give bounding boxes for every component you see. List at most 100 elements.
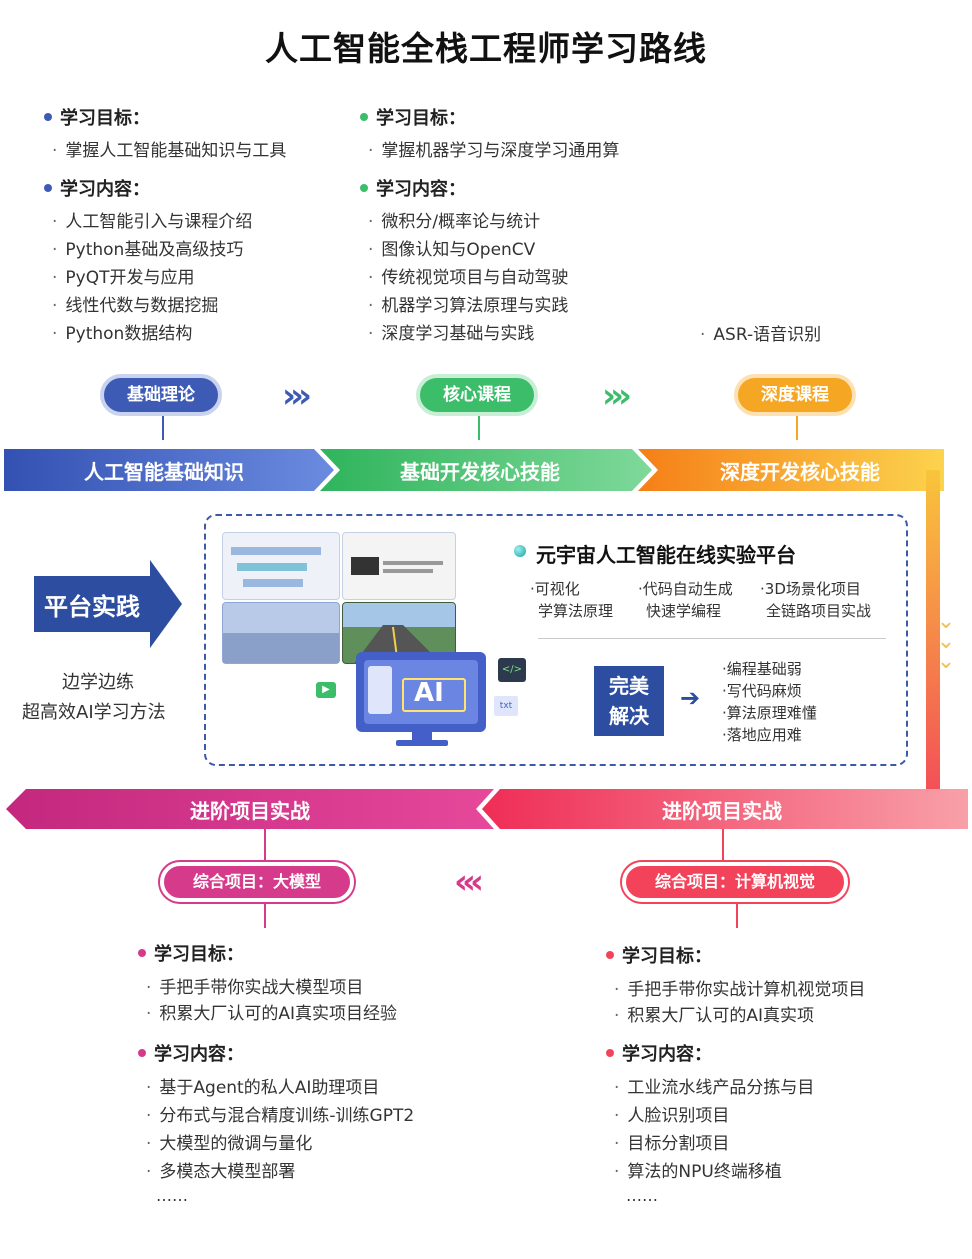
platform-subtitle-1: 边学边练 [62,672,134,693]
screenshot-3d-scene [222,602,340,664]
bottom1-goal-heading: 学习目标： [138,940,244,966]
page-title: 人工智能全栈工程师学习路线 [265,29,707,68]
chevrons-down-icon: ⌄⌄⌄ [936,609,956,674]
problem-item: ·落地应用难 [722,726,802,744]
bottom2-goal-item: 积累大厂认可的AI真实项 [614,1001,814,1026]
problem-list: ·编程基础弱 ·写代码麻烦 ·算法原理难懂 ·落地应用难 [722,658,817,746]
band-core-skills: 基础开发核心技能 [400,459,560,484]
connector-line [478,416,480,440]
bottom1-content-item: 大模型的微调与量化 [146,1129,312,1154]
feature-line: 可视化 [534,580,580,598]
globe-dot-icon [514,545,526,557]
bottom2-goal-item: 手把手带你实战计算机视觉项目 [614,975,865,1000]
column2-goal-item: 掌握机器学习与深度学习通用算 [368,136,619,161]
solve-box: 完美 解决 [594,666,664,736]
feature-line: 代码自动生成 [642,580,733,598]
connector-line [796,416,798,440]
solve-text: 解决 [609,704,649,728]
connector-line [736,902,738,928]
monitor-base [396,740,448,746]
column1-content-item: 线性代数与数据挖掘 [52,291,218,316]
bottom2-content-item: 人脸识别项目 [614,1101,729,1126]
heading-text: 学习内容： [376,179,466,200]
heading-text: 学习内容： [60,179,150,200]
column2-content-item: 图像认知与OpenCV [368,235,535,260]
feature-line: 学算法原理 [538,602,614,620]
heading-text: 学习目标： [154,944,244,965]
bottom1-ellipsis: …… [156,1186,188,1205]
feature-visualize: ·可视化 学算法原理 [530,580,614,620]
bottom-band-arrows [6,789,968,829]
column1-content-item: 人工智能引入与课程介绍 [52,207,252,232]
chevrons-right-icon: ››› [602,376,632,416]
column2-content-heading: 学习内容： [360,175,466,201]
connector-line [162,416,164,440]
txt-file-icon: txt [494,696,518,716]
column3-content-item: ASR-语音识别 [700,320,821,345]
bullet-dot-icon [138,949,146,957]
bottom2-goal-heading: 学习目标： [606,942,712,968]
bullet-dot-icon [360,113,368,121]
right-connector [926,470,940,826]
bottom1-content-item: 多模态大模型部署 [146,1157,295,1182]
band-advanced-right: 进阶项目实战 [662,798,782,823]
top-band-arrows [4,449,944,491]
connector-line [264,902,266,928]
heading-text: 学习内容： [154,1044,244,1065]
pill-core-course: 核心课程 [416,374,538,416]
solve-text: 完美 [609,674,649,698]
column2-content-item: 机器学习算法原理与实践 [368,291,568,316]
bottom1-content-item: 分布式与混合精度训练-训练GPT2 [146,1101,414,1126]
heading-text: 学习目标： [622,946,712,967]
platform-panel [204,514,908,766]
code-icon: </> [498,658,526,682]
connector-line [722,829,724,863]
bottom1-content-heading: 学习内容： [138,1040,244,1066]
column1-goal-item: 掌握人工智能基础知识与工具 [52,136,286,161]
ai-label: AI [414,678,444,708]
column1-content-item: PyQT开发与应用 [52,263,194,288]
column1-goal-heading: 学习目标： [44,104,150,130]
column2-goal-heading: 学习目标： [360,104,466,130]
band-ai-basics: 人工智能基础知识 [84,459,244,484]
platform-badge: 平台实践 [34,576,152,632]
pill-deep-course: 深度课程 [734,374,856,416]
bottom2-content-heading: 学习内容： [606,1040,712,1066]
screenshot-flowchart [222,532,340,600]
divider [538,638,886,639]
platform-heading: 元宇宙人工智能在线实验平台 [536,543,796,567]
column1-content-item: Python基础及高级技巧 [52,235,243,260]
bottom2-content-item: 工业流水线产品分拣与目 [614,1073,814,1098]
bullet-dot-icon [606,951,614,959]
bottom1-goal-item: 积累大厂认可的AI真实项目经验 [146,999,397,1024]
bottom2-content-item: 算法的NPU终端移植 [614,1157,781,1182]
heading-text: 学习目标： [376,108,466,129]
column1-content-item: Python数据结构 [52,319,192,344]
monitor-stand [412,732,432,740]
bullet-dot-icon [44,113,52,121]
bullet-dot-icon [360,184,368,192]
band-deep-skills: 深度开发核心技能 [720,459,880,484]
connector-line [264,829,266,863]
badge-arrow-head [150,560,182,648]
pill-cv-project: 综合项目：计算机视觉 [622,862,848,902]
bottom2-ellipsis: …… [626,1186,658,1205]
column2-content-item: 深度学习基础与实践 [368,319,534,344]
bottom1-content-item: 基于Agent的私人AI助理项目 [146,1073,379,1098]
arrow-right-icon: ➔ [680,684,701,712]
chevrons-left-icon: ‹‹‹ [454,862,484,902]
play-icon: ▶ [316,682,336,698]
problem-item: ·算法原理难懂 [722,704,817,722]
heading-text: 学习目标： [60,108,150,129]
screenshot-code [342,532,456,600]
feature-line: 3D场景化项目 [764,580,861,598]
feature-codegen: ·代码自动生成 快速学编程 [638,580,733,620]
bullet-dot-icon [606,1049,614,1057]
feature-3d-scene: ·3D场景化项目 全链路项目实战 [760,580,872,620]
chevrons-right-icon: ››› [282,376,312,416]
band-advanced-left: 进阶项目实战 [190,798,310,823]
pill-llm-project: 综合项目：大模型 [160,862,354,902]
platform-subtitle-2: 超高效AI学习方法 [22,702,166,723]
bullet-dot-icon [138,1049,146,1057]
bullet-dot-icon [44,184,52,192]
